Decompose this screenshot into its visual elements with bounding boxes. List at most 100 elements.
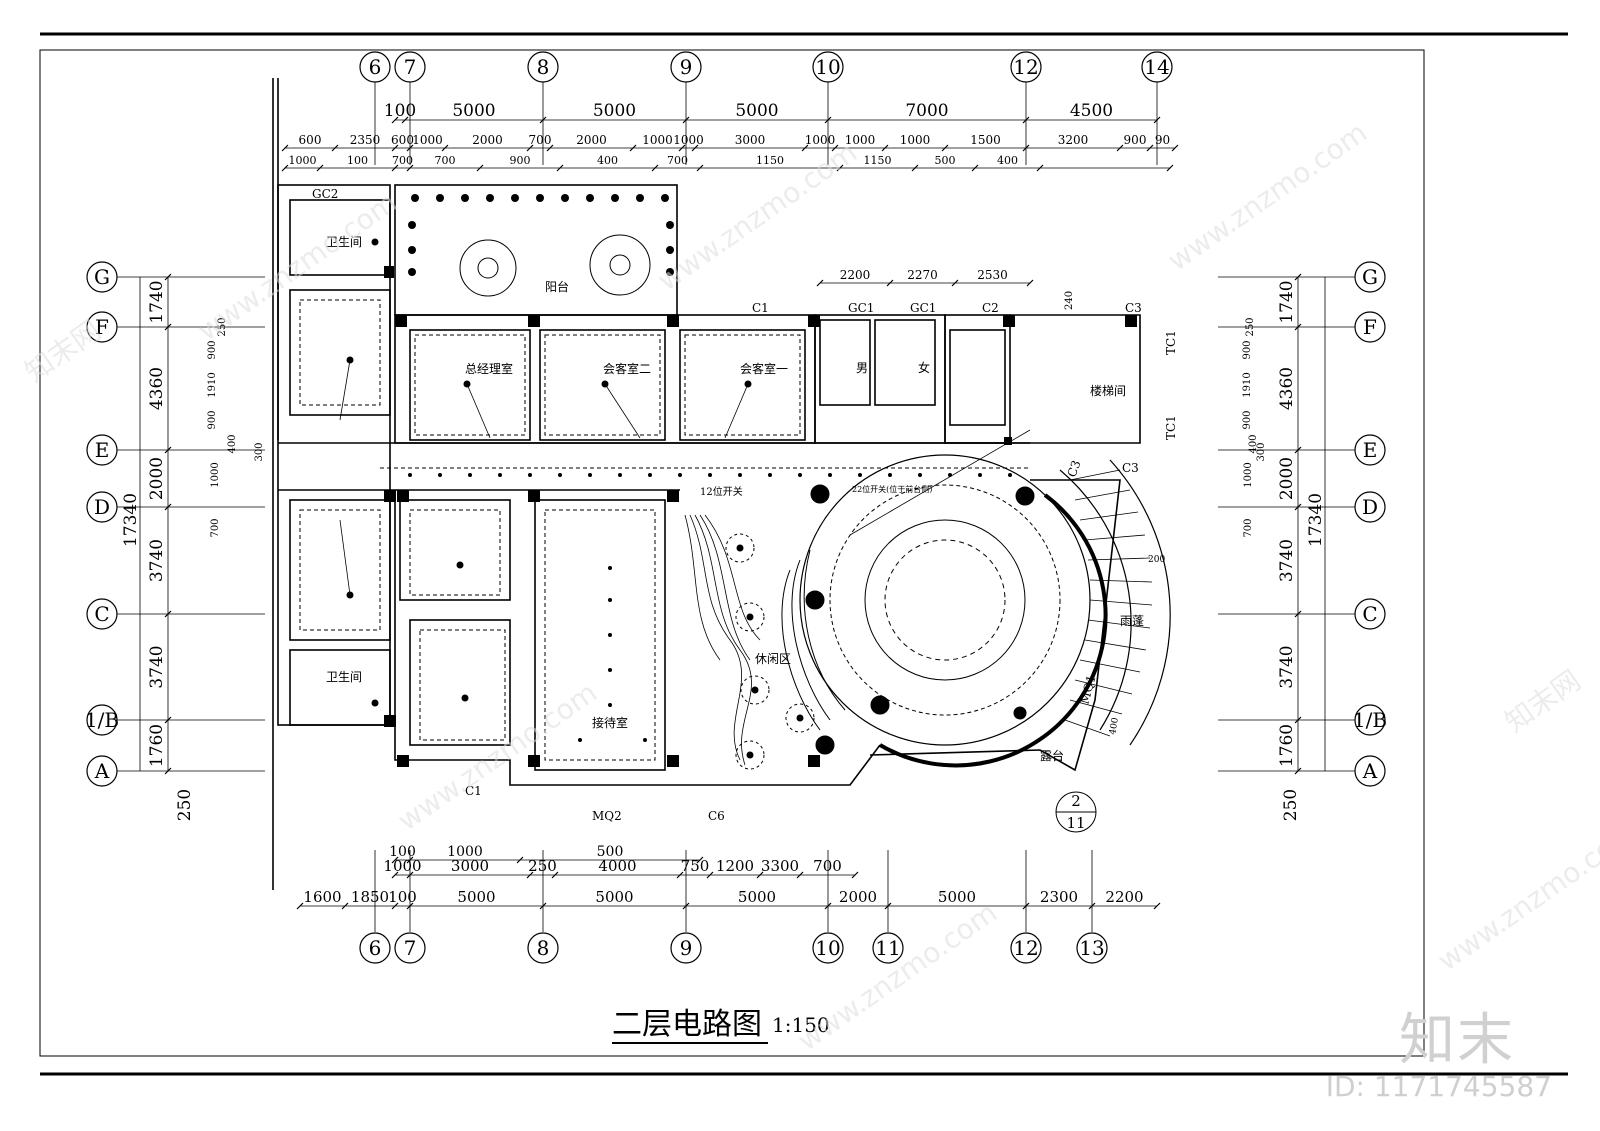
- room-lounge: 休闲区: [755, 652, 791, 666]
- room-male-wc: 男: [856, 361, 868, 375]
- dim-right-inner: 700: [1243, 518, 1254, 537]
- dim-left-250: 250: [175, 789, 195, 821]
- room-labels: 卫生间 卫生间 阳台 总经理室 会客室二 会客室一 男 女 楼梯间 休闲区 接待…: [326, 235, 1144, 763]
- dim-bottom-2: 750: [681, 857, 710, 875]
- svg-text:G: G: [94, 265, 110, 289]
- axis-bubble-bottom-12: 12: [1010, 932, 1042, 964]
- dim-bottom-3: 5000: [457, 888, 495, 906]
- dim-bottom-3: 1850: [351, 888, 389, 906]
- axis-bubble-bottom-6: 6: [359, 932, 391, 964]
- dim-right-inner: 400: [1248, 434, 1259, 453]
- dim-top-1: 4500: [1070, 101, 1113, 121]
- room-gm-office: 总经理室: [465, 361, 513, 376]
- dim-mid: 2530: [977, 268, 1008, 282]
- dim-left-inner: 250: [217, 317, 228, 336]
- dim-top-3: 700: [435, 154, 456, 167]
- label-gc2: GC2: [312, 187, 338, 201]
- svg-text:6: 6: [369, 936, 382, 960]
- svg-text:G: G: [1362, 265, 1378, 289]
- svg-text:1/B: 1/B: [85, 708, 119, 732]
- svg-text:12: 12: [1013, 936, 1038, 960]
- watermark-id: ID: 1171745587: [1325, 1070, 1552, 1103]
- dim-left: 1760: [147, 724, 167, 767]
- drawing-scale: 1:150: [772, 1013, 830, 1037]
- dim-top-2: 1000: [845, 133, 876, 147]
- dim-bottom-3: 2300: [1040, 888, 1078, 906]
- dim-top-3: 900: [510, 154, 531, 167]
- svg-text:1/B: 1/B: [1353, 708, 1387, 732]
- label-c1-bottom: C1: [465, 784, 482, 798]
- axis-bubble-top-7: 7: [394, 51, 426, 83]
- dim-right-inner: 1910: [1242, 372, 1253, 397]
- room-reception: 接待室: [592, 715, 628, 730]
- dim-right: 4360: [1277, 367, 1297, 410]
- detail-ref-top: 2: [1071, 792, 1081, 810]
- dim-left: 1740: [147, 280, 167, 323]
- svg-text:8: 8: [537, 936, 550, 960]
- dim-right-inner: 900: [1242, 410, 1253, 429]
- wiring-lines: [339, 359, 1031, 766]
- dim-bottom-2: 250: [528, 857, 557, 875]
- dim-left: 3740: [147, 539, 167, 582]
- light-fixture-rings: [725, 533, 815, 770]
- svg-text:E: E: [1363, 438, 1378, 462]
- dim-bottom-2: 1000: [383, 857, 421, 875]
- dim-left: 2000: [147, 457, 167, 500]
- dim-bottom-3: 5000: [738, 888, 776, 906]
- drawing-title: 二层电路图: [612, 1007, 762, 1042]
- dim-top-2: 3200: [1058, 133, 1089, 147]
- dim-bottom-3: 5000: [595, 888, 633, 906]
- room-meeting-2: 会客室二: [603, 361, 651, 376]
- room-wc-bottom: 卫生间: [326, 670, 362, 684]
- dim-top-2: 2350: [350, 133, 381, 147]
- axis-bubble-bottom-7: 7: [394, 932, 426, 964]
- axis-bubble-top-12: 12: [1010, 51, 1042, 83]
- dim-left-inner: 700: [210, 518, 221, 537]
- axis-bubble-bottom-10: 10: [812, 932, 844, 964]
- label-c3-top: C3: [1125, 301, 1142, 315]
- svg-text:F: F: [1363, 315, 1377, 339]
- dim-top-2: 900: [1124, 133, 1147, 147]
- dim-bottom-2: 700: [813, 857, 842, 875]
- ceiling-dashed-lines: [299, 299, 1030, 761]
- label-switch-22: 22位开关(位于前台侧): [852, 484, 932, 494]
- svg-text:C: C: [1362, 602, 1377, 626]
- label-gc1-b: GC1: [910, 301, 936, 315]
- dim-top-2: 90: [1155, 133, 1170, 147]
- label-switch-12: 12位开关: [700, 485, 743, 498]
- axis-bubble-left-E: E: [86, 434, 118, 466]
- dim-right-inner: 250: [1245, 317, 1256, 336]
- dim-top-2: 1000: [642, 133, 673, 147]
- dim-top-3: 700: [392, 154, 413, 167]
- dim-left: 3740: [147, 645, 167, 688]
- svg-text:10: 10: [815, 55, 840, 79]
- label-c1-top: C1: [752, 301, 769, 315]
- balcony-umbrellas: [459, 234, 651, 297]
- structural-columns: [384, 266, 1137, 767]
- dim-bottom-1: 1000: [447, 844, 483, 860]
- label-c6: C6: [708, 809, 725, 823]
- axis-bubble-bottom-13: 13: [1076, 932, 1108, 964]
- axis-bubble-right-C: C: [1354, 598, 1386, 630]
- label-mq2: MQ2: [592, 809, 622, 823]
- svg-text:E: E: [95, 438, 110, 462]
- dim-top-2: 1000: [805, 133, 836, 147]
- label-gc1-a: GC1: [848, 301, 874, 315]
- dim-top-2: 600: [299, 133, 322, 147]
- svg-text:12: 12: [1013, 55, 1038, 79]
- room-stairwell: 楼梯间: [1090, 383, 1126, 398]
- dim-top-3: 400: [997, 154, 1018, 167]
- dim-right: 3740: [1277, 645, 1297, 688]
- dim-bottom-3: 2000: [839, 888, 877, 906]
- dim-top-3: 400: [597, 154, 618, 167]
- room-balcony: 阳台: [545, 279, 569, 294]
- svg-text:C: C: [94, 602, 109, 626]
- label-dim-200: 200: [1148, 555, 1165, 565]
- dim-top-3: 700: [667, 154, 688, 167]
- svg-text:D: D: [94, 495, 110, 519]
- dim-right-inner: 1000: [1243, 462, 1254, 487]
- dim-top-2: 2000: [576, 133, 607, 147]
- axis-bubble-right-1-B: 1/B: [1353, 704, 1387, 736]
